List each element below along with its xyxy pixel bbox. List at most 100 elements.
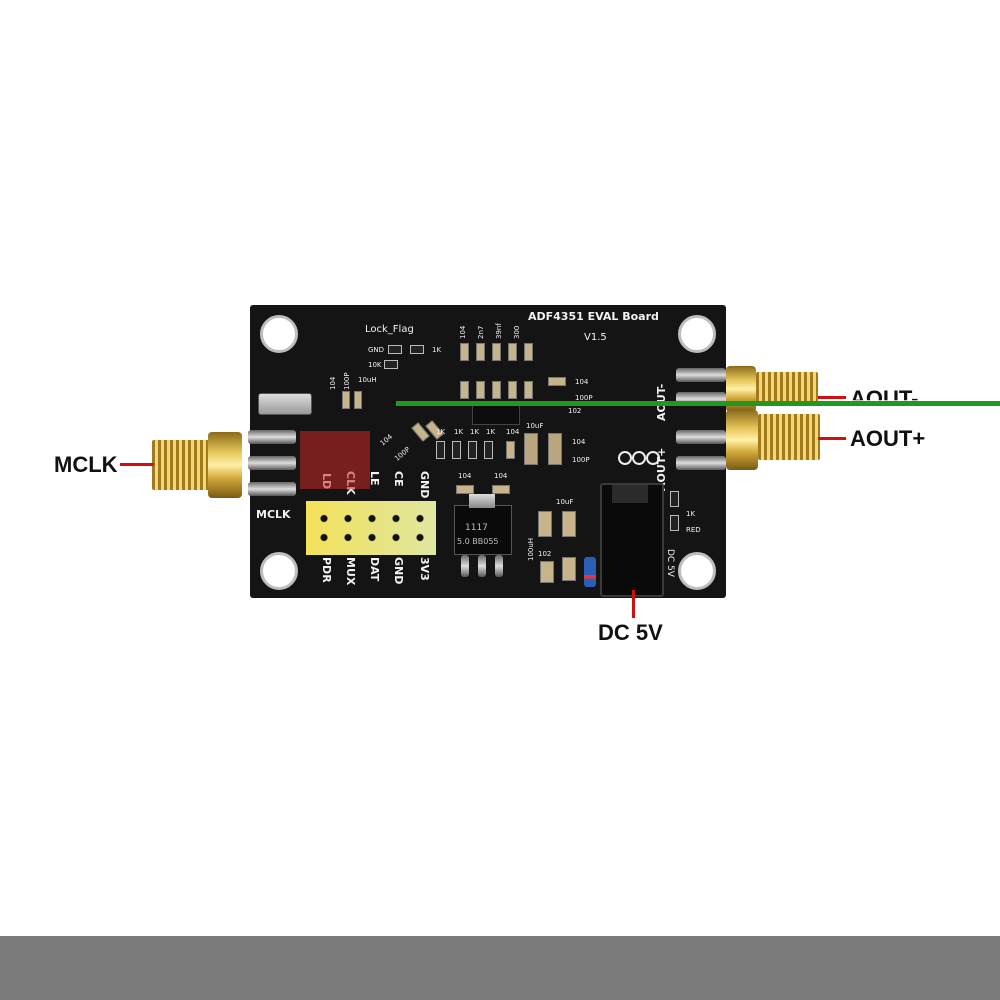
aout-plus-sma-thread xyxy=(758,414,820,460)
capacitor xyxy=(548,377,566,386)
capacitor xyxy=(538,511,552,537)
header-label-3v3: 3V3 xyxy=(418,557,431,581)
lock-flag-label: Lock_Flag xyxy=(365,324,414,335)
red-overlay xyxy=(300,431,370,489)
header-label-mux: MUX xyxy=(344,557,357,586)
mount-hole-bottom-right xyxy=(678,552,716,590)
capacitor xyxy=(506,441,515,459)
red-label: RED xyxy=(686,526,701,534)
board-title: ADF4351 EVAL Board xyxy=(528,310,659,323)
header-label-gnd-bottom: GND xyxy=(392,557,405,585)
aout-minus-sma-pin xyxy=(676,368,726,382)
capacitor xyxy=(524,343,533,361)
capacitor xyxy=(492,381,501,399)
res-1k-label: 1K xyxy=(436,428,446,436)
led-power xyxy=(670,515,679,531)
mount-hole-bottom-left xyxy=(260,552,298,590)
capacitor xyxy=(492,485,510,494)
mclk-sma-thread xyxy=(152,440,210,490)
capacitor xyxy=(354,391,362,409)
res-10k-label: 10K xyxy=(368,361,382,369)
cap-104-label: 104 xyxy=(572,438,586,446)
mclk-leader-line xyxy=(120,463,154,466)
mclk-sma-body xyxy=(208,432,242,498)
dc5v-callout: DC 5V xyxy=(598,620,663,645)
cap-104-label: 104 xyxy=(458,472,472,480)
cap-39nf-label: 39nf xyxy=(495,323,503,339)
capacitor xyxy=(508,343,517,361)
cap-102-label: 102 xyxy=(568,407,582,415)
capacitor xyxy=(508,381,517,399)
capacitor xyxy=(562,557,576,581)
ldo-tab xyxy=(469,494,495,508)
mclk-sma-pin xyxy=(248,430,296,444)
res-1k-label: 1K xyxy=(432,346,442,354)
ldo-marking-top: 1117 xyxy=(465,523,488,533)
cap-104-label: 104 xyxy=(459,325,467,339)
dc5v-leader-line xyxy=(632,590,635,618)
cap-2n7-label: 2n7 xyxy=(477,325,485,339)
cap-10uf-label: 10uF xyxy=(526,422,544,430)
ldo-pin xyxy=(478,555,486,577)
aout-plus-leader-line xyxy=(818,437,846,440)
mclk-sma-pin xyxy=(248,482,296,496)
board-version: V1.5 xyxy=(584,332,607,343)
header-label-ce: CE xyxy=(392,471,405,487)
capacitor xyxy=(342,391,350,409)
aout-plus-sma-pin xyxy=(676,430,726,444)
res-1k-label: 1K xyxy=(486,428,496,436)
mclk-callout: MCLK xyxy=(54,452,118,477)
capacitor xyxy=(456,485,474,494)
cap-104-label: 104 xyxy=(378,432,395,448)
resistor xyxy=(384,360,398,369)
aout-minus-sma-thread xyxy=(756,372,818,406)
cap-100p-label: 100P xyxy=(343,372,351,390)
capacitor xyxy=(548,433,562,465)
ldo-regulator: 1117 5.0 BB055 xyxy=(454,494,512,555)
res-1k-label: 1K xyxy=(686,510,696,518)
header-label-pdr: PDR xyxy=(320,557,333,583)
res-1k-label: 1K xyxy=(454,428,464,436)
resistor xyxy=(452,441,461,459)
cap-100p-label: 100P xyxy=(572,456,590,464)
cap-104-label: 104 xyxy=(494,472,508,480)
cap-102-label: 102 xyxy=(538,550,552,558)
resistor xyxy=(388,345,402,354)
aout-plus-callout: AOUT+ xyxy=(850,426,926,451)
resistor xyxy=(436,441,445,459)
dc-jack-opening xyxy=(612,485,648,503)
capacitor xyxy=(476,343,485,361)
ldo-pin xyxy=(461,555,469,577)
ind-100uh-label: 100uH xyxy=(527,537,535,561)
cap-10uf-label: 10uF xyxy=(556,498,574,506)
polarity-symbol xyxy=(618,451,660,465)
header-label-dat: DAT xyxy=(368,557,381,582)
cap-100p-label: 100P xyxy=(393,445,412,463)
bottom-band xyxy=(0,936,1000,1000)
aout-minus-callout: AOUT- xyxy=(850,386,919,411)
diode xyxy=(584,557,596,587)
capacitor xyxy=(524,381,533,399)
cap-100p-label: 100P xyxy=(575,394,593,402)
ind-10uh-label: 10uH xyxy=(358,376,377,384)
cap-104-label: 104 xyxy=(329,376,337,390)
header-label-le: LE xyxy=(368,471,381,486)
dc-jack xyxy=(600,483,664,597)
capacitor xyxy=(460,381,469,399)
pcb-board: ADF4351 EVAL Board V1.5 Lock_Flag GND 1K… xyxy=(250,305,726,598)
header-pin-grid xyxy=(312,509,430,547)
cap-300-label: 300 xyxy=(513,325,521,339)
capacitor xyxy=(460,343,469,361)
mclk-silk: MCLK xyxy=(256,508,291,521)
ldo-marking-bottom: 5.0 BB055 xyxy=(457,537,499,546)
mclk-sma-pin xyxy=(248,456,296,470)
header-label-gnd-top: GND xyxy=(418,471,431,499)
res-1k-label: 1K xyxy=(470,428,480,436)
mount-hole-top-left xyxy=(260,315,298,353)
resistor xyxy=(670,491,679,507)
mount-hole-top-right xyxy=(678,315,716,353)
capacitor xyxy=(562,511,576,537)
dc-silk: DC 5V xyxy=(665,549,675,577)
ldo-pin xyxy=(495,555,503,577)
gnd-small-label: GND xyxy=(368,346,385,354)
